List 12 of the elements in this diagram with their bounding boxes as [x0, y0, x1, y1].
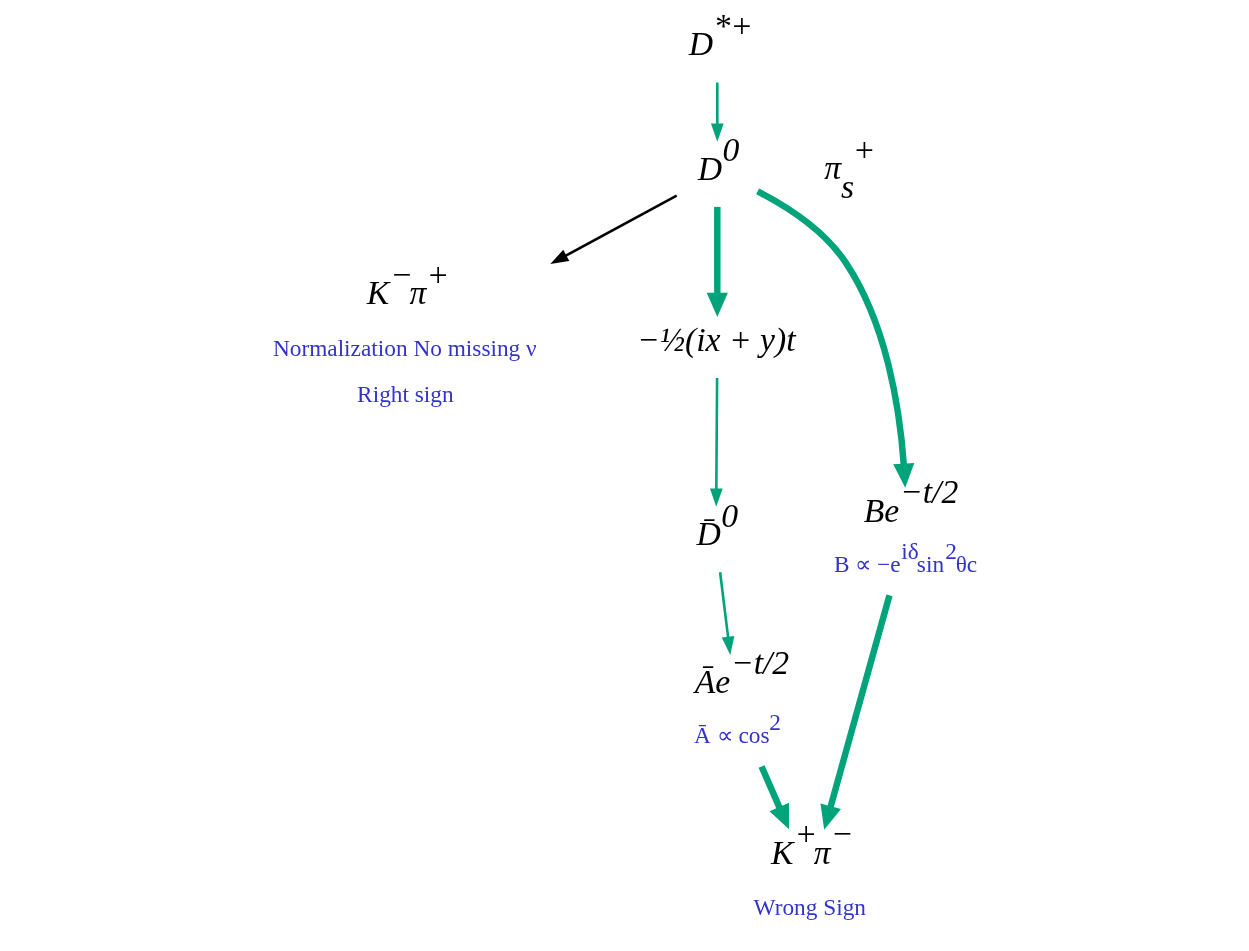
arrow	[709, 378, 723, 507]
arrow	[710, 82, 724, 142]
arrow	[755, 188, 914, 488]
node-label: Right sign	[356, 381, 454, 408]
arrow	[706, 206, 728, 317]
arrow	[819, 594, 893, 830]
arrow	[758, 765, 789, 830]
node-label: Normalization No missing ν	[272, 334, 537, 361]
arrow	[549, 194, 677, 265]
node-label: Wrong Sign	[753, 894, 866, 921]
arrow	[718, 572, 734, 655]
node-text: −½(ix + y)t	[636, 320, 796, 358]
